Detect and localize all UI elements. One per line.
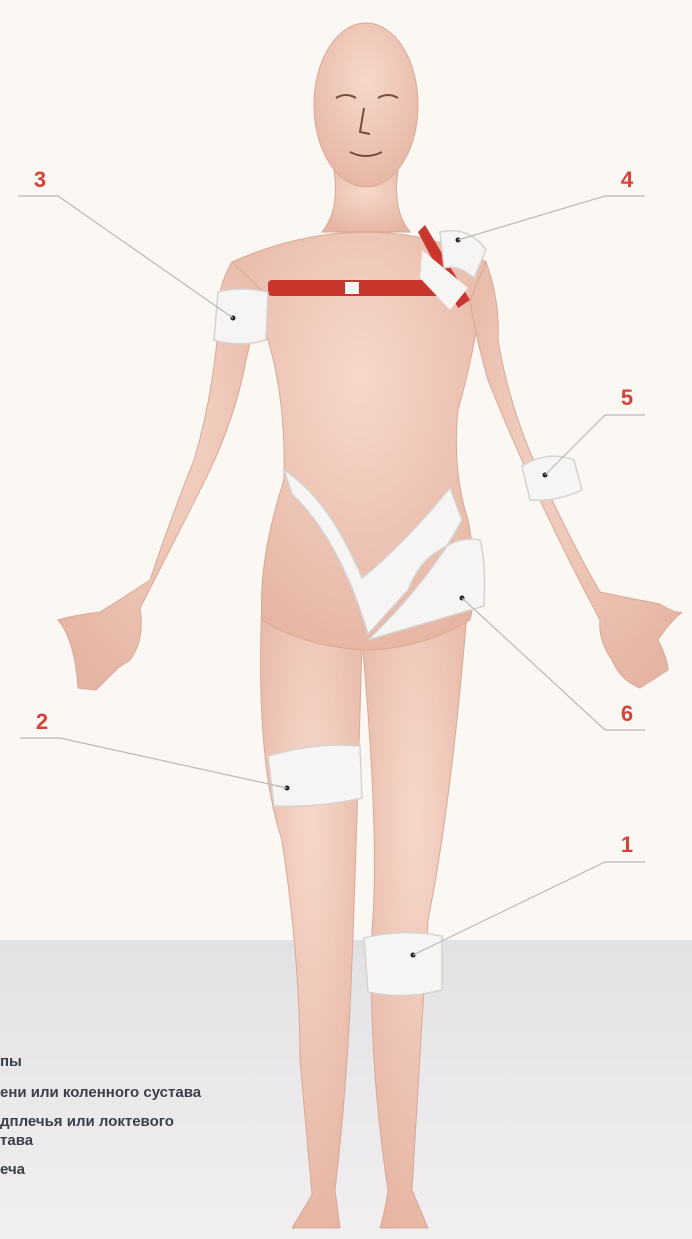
legend-line-4: тава xyxy=(0,1131,360,1150)
legend-line-3: дплечья или локтевого xyxy=(0,1112,360,1131)
marker-4: 4 xyxy=(621,169,633,191)
marker-3: 3 xyxy=(34,169,46,191)
bandage-knee-left xyxy=(268,745,362,806)
legend-line-2: ени или коленного сустава xyxy=(0,1083,360,1102)
marker-1: 1 xyxy=(621,834,633,856)
leader-line-2 xyxy=(20,738,287,788)
leader-line-3 xyxy=(18,196,233,318)
legend-line-5: еча xyxy=(0,1160,360,1179)
bandage-knee-right xyxy=(364,932,442,995)
legend: пы ени или коленного сустава дплечья или… xyxy=(0,1050,360,1179)
marker-6: 6 xyxy=(621,703,633,725)
bandage-shoulder-left xyxy=(214,289,268,344)
marker-5: 5 xyxy=(621,387,633,409)
leader-line-4 xyxy=(458,196,645,240)
legend-line-1: пы xyxy=(0,1052,360,1071)
bandage-elbow-right xyxy=(522,456,582,500)
marker-2: 2 xyxy=(36,711,48,733)
